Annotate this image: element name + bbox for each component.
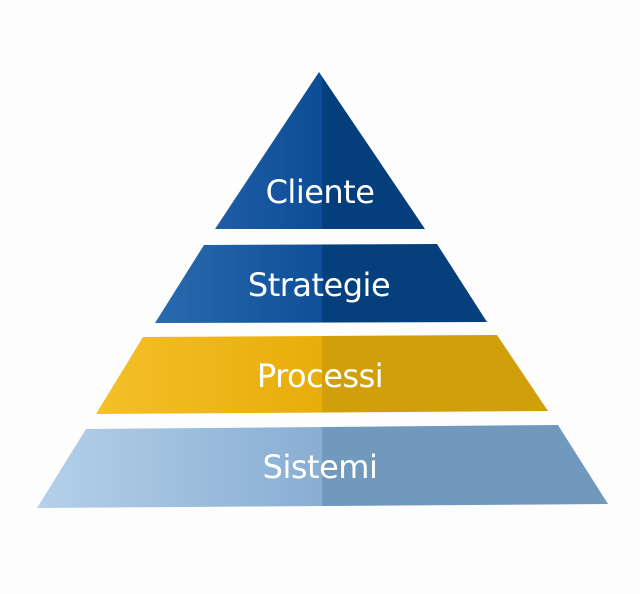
level-label-sistemi: Sistemi bbox=[263, 448, 378, 486]
level-strategie: Strategie bbox=[155, 244, 487, 323]
level-processi: Processi bbox=[96, 335, 548, 414]
level-shape-cliente bbox=[215, 72, 425, 229]
level-cliente: Cliente bbox=[215, 72, 425, 229]
level-shape-strategie bbox=[155, 244, 487, 323]
level-label-strategie: Strategie bbox=[248, 266, 390, 304]
level-shape-processi bbox=[96, 335, 548, 414]
level-label-processi: Processi bbox=[257, 357, 383, 395]
level-label-cliente: Cliente bbox=[266, 173, 375, 211]
level-sistemi: Sistemi bbox=[37, 425, 608, 508]
level-shape-sistemi bbox=[37, 425, 608, 508]
